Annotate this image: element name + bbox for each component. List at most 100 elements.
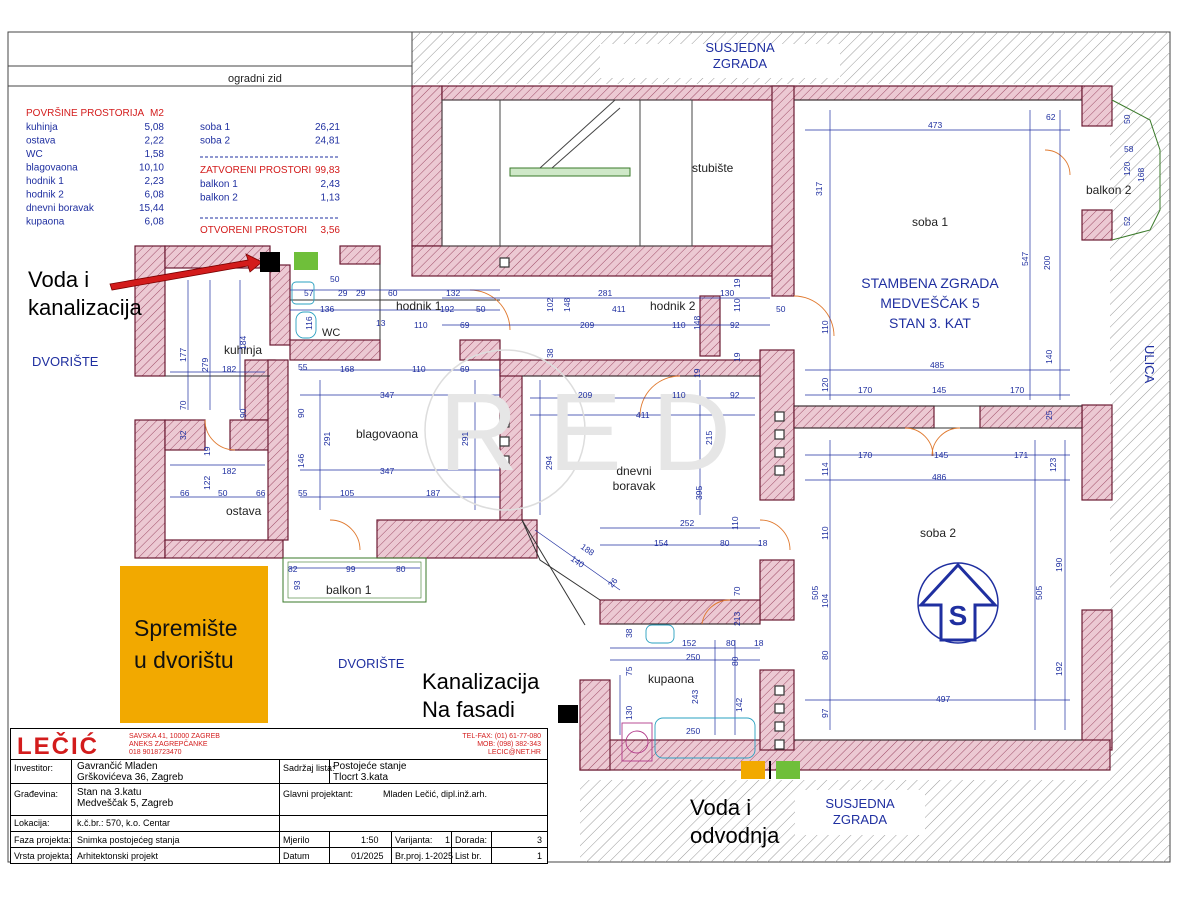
svg-text:19: 19	[202, 446, 212, 456]
investitor-value: Gavrančić Mladen Grškovićeva 36, Zagreb	[77, 761, 184, 783]
svg-text:110: 110	[732, 298, 742, 312]
svg-text:80: 80	[820, 650, 830, 660]
svg-text:110: 110	[820, 320, 830, 334]
label-kupaona: kupaona	[648, 672, 694, 686]
svg-text:170: 170	[1010, 385, 1024, 395]
svg-text:279: 279	[200, 358, 210, 372]
svg-text:188: 188	[579, 541, 597, 557]
areas-row-name: dnevni boravak	[26, 203, 95, 214]
areas-row-name: soba 2	[200, 136, 230, 147]
annotation-spremiste: Spremište u dvorištu	[134, 615, 238, 673]
label-dvoriste-bottom: DVORIŠTE	[338, 656, 405, 671]
label-ogradni-zid: ogradni zid	[228, 73, 282, 85]
svg-text:177: 177	[178, 348, 188, 362]
svg-text:142: 142	[734, 698, 744, 712]
susjedna-bottom-line: ZGRADA	[833, 812, 888, 827]
investitor-label: Investitor:	[14, 763, 54, 773]
svg-text:182: 182	[222, 364, 236, 374]
areas-row-value: 6,08	[145, 217, 165, 228]
dorada-value: 3	[537, 835, 543, 845]
svg-text:505: 505	[810, 586, 820, 600]
faza-label: Faza projekta:	[14, 835, 72, 845]
glavni-projektant-label: Glavni projektant:	[283, 789, 354, 799]
label-wc: WC	[322, 327, 340, 339]
label-soba-1: soba 1	[912, 215, 948, 229]
svg-text:50: 50	[776, 304, 786, 314]
stambena-line: STAMBENA ZGRADA	[861, 275, 999, 291]
svg-text:90: 90	[296, 408, 306, 418]
svg-text:146: 146	[296, 454, 306, 468]
dimension-numbers: 473 62 317 547 200 140 485 170 145 170 2…	[178, 112, 1146, 736]
svg-text:97: 97	[820, 708, 830, 718]
lokacija-label: Lokacija:	[14, 818, 50, 828]
marker-water-drain-green	[776, 761, 800, 779]
svg-text:26: 26	[606, 575, 620, 589]
dnevni-boravak-line: boravak	[613, 479, 657, 493]
marker-water-sewer-black	[260, 252, 280, 272]
svg-text:19: 19	[692, 368, 702, 378]
red-arrow-icon	[109, 253, 263, 291]
svg-text:55: 55	[298, 362, 308, 372]
svg-text:32: 32	[178, 430, 188, 440]
svg-text:105: 105	[340, 488, 354, 498]
svg-text:57: 57	[304, 288, 314, 298]
areas-row-name: kuhinja	[26, 122, 58, 133]
balcony-1	[282, 557, 427, 603]
label-ulica: ULICA	[1142, 345, 1157, 384]
svg-text:104: 104	[820, 594, 830, 608]
title-block-logo: LEČIĆ SAVSKA 41, 10000 ZAGREB ANEKS ZAGR…	[11, 729, 547, 760]
svg-text:171: 171	[1014, 450, 1028, 460]
svg-text:110: 110	[672, 320, 686, 330]
susjedna-bottom-line: SUSJEDNA	[825, 796, 895, 811]
svg-text:154: 154	[654, 538, 668, 548]
svg-text:93: 93	[292, 580, 302, 590]
svg-text:80: 80	[396, 564, 406, 574]
areas-row-name: kupaona	[26, 217, 65, 228]
svg-text:80: 80	[730, 656, 740, 666]
svg-text:486: 486	[932, 472, 946, 482]
label-stubiste: stubište	[692, 161, 734, 175]
areas-row-name: WC	[26, 149, 43, 160]
svg-text:38: 38	[624, 628, 634, 638]
staircase	[441, 99, 693, 247]
svg-text:170: 170	[858, 450, 872, 460]
label-blagovaona: blagovaona	[356, 427, 418, 441]
svg-text:152: 152	[682, 638, 696, 648]
svg-text:29: 29	[338, 288, 348, 298]
vent-ducts	[499, 257, 785, 750]
areas-row-value: 6,08	[145, 190, 165, 201]
annotation-voda-kanalizacija: Voda i kanalizacija	[28, 267, 142, 320]
svg-text:123: 123	[1048, 458, 1058, 472]
svg-text:209: 209	[580, 320, 594, 330]
door-swings	[204, 149, 1071, 625]
svg-text:209: 209	[578, 390, 592, 400]
svg-text:120: 120	[1122, 162, 1132, 176]
svg-text:168: 168	[340, 364, 354, 374]
brproj-label: Br.proj.	[395, 851, 424, 861]
svg-text:50: 50	[218, 488, 228, 498]
svg-text:250: 250	[686, 652, 700, 662]
svg-text:99: 99	[346, 564, 356, 574]
room-lines	[165, 99, 1082, 741]
areas-otvoreni-value: 3,56	[321, 225, 341, 236]
mjerilo-label: Mjerilo	[283, 835, 310, 845]
areas-row-name: ostava	[26, 136, 56, 147]
svg-text:19: 19	[732, 352, 742, 362]
svg-text:213: 213	[732, 612, 742, 626]
balcony-2	[1111, 99, 1161, 241]
svg-text:347: 347	[380, 390, 394, 400]
glavni-projektant-value: Mladen Lečić, dipl.inž.arh.	[383, 789, 488, 799]
svg-text:411: 411	[636, 410, 650, 420]
svg-text:505: 505	[1034, 586, 1044, 600]
svg-text:13: 13	[376, 318, 386, 328]
dnevni-boravak-line: dnevni	[616, 464, 651, 478]
company-contact: TEL-FAX: (01) 61-77-080 MOB: (098) 382-3…	[462, 733, 541, 756]
areas-row-name: balkon 1	[200, 179, 238, 190]
svg-text:148: 148	[692, 316, 702, 330]
areas-row-name: balkon 2	[200, 193, 238, 204]
svg-text:145: 145	[932, 385, 946, 395]
